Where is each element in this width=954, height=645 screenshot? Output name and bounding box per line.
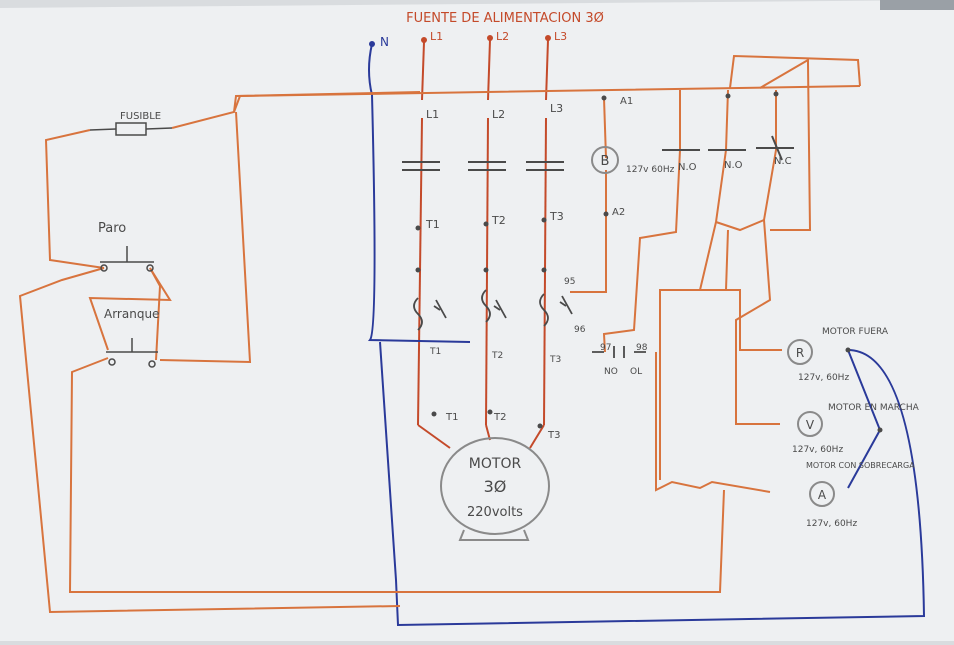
overload-95-label: 95 (564, 277, 575, 287)
lamp-r-rating: 127v, 60Hz (798, 373, 849, 383)
motor-line-3: 220volts (467, 505, 523, 520)
main-contacts (402, 161, 564, 171)
lamp-r-symbol: R (796, 346, 804, 360)
motor-t2-label: T2 (493, 412, 506, 423)
lamp-v-label: MOTOR EN MARCHA (828, 403, 920, 413)
aux-contacts (662, 135, 794, 161)
fuse-leads (89, 127, 173, 131)
title: FUENTE DE ALIMENTACION 3Ø (406, 11, 604, 26)
l1-supply-label: L1 (430, 30, 443, 43)
l3-terminal (545, 35, 551, 41)
overload-98-label: 98 (636, 343, 648, 353)
motor-line-1: MOTOR (469, 456, 522, 472)
l1-terminal (421, 37, 427, 43)
contactor-l3-label: L3 (550, 102, 563, 115)
contactor-t2-label: T2 (491, 214, 506, 227)
overload-no-label: NO (604, 367, 618, 377)
lamp-a-label: MOTOR CON SOBRECARGA (806, 461, 915, 470)
board-frame (880, 0, 954, 10)
coil-a2-label: A2 (612, 207, 625, 218)
l2-terminal (487, 35, 493, 41)
l3-supply-label: L3 (554, 30, 567, 43)
overload-ol-label: OL (630, 367, 642, 377)
start-button-label: Arranque (104, 307, 159, 321)
stop-button-label: Paro (98, 221, 126, 236)
aux-contact-3-label: N.C (774, 156, 792, 167)
contactor-l1-label: L1 (426, 108, 439, 121)
overload-96-label: 96 (574, 325, 586, 335)
coil-symbol: B (601, 154, 610, 169)
control-wiring (18, 54, 861, 614)
overload-t3-label: T3 (549, 355, 561, 365)
coil-rating: 127v 60Hz (626, 165, 675, 175)
junction-dots (415, 91, 883, 433)
contactor-l2-label: L2 (492, 108, 505, 121)
l2-supply-label: L2 (496, 30, 509, 43)
aux-contact-1-label: N.O (678, 162, 697, 173)
lamp-a-symbol: A (818, 488, 827, 502)
motor-line-2: 3Ø (484, 477, 507, 496)
overload-t1-label: T1 (429, 347, 441, 357)
motor-t3-label: T3 (547, 430, 560, 441)
contactor-t1-label: T1 (425, 218, 440, 231)
lamp-a-rating: 127v, 60Hz (806, 519, 857, 529)
motor-symbol (440, 437, 550, 535)
coil-a1-label: A1 (620, 96, 633, 107)
aux-contact-2-label: N.O (724, 160, 743, 171)
supply-terminals: N L1 L2 L3 (369, 30, 567, 49)
overload-97-label: 97 (600, 343, 611, 353)
overload-relay (413, 289, 646, 358)
lamp-v-rating: 127v, 60Hz (792, 445, 843, 455)
lamp-v: V MOTOR EN MARCHA 127v, 60Hz (792, 403, 920, 455)
contactor-coil (591, 146, 619, 174)
motor-base (458, 529, 530, 541)
lamp-r: R MOTOR FUERA 127v, 60Hz (787, 327, 889, 383)
lamp-v-symbol: V (806, 418, 815, 432)
neutral-terminal (369, 41, 375, 47)
start-button-symbol (106, 338, 158, 368)
fuse-label: FUSIBLE (120, 111, 161, 122)
contactor-t3-label: T3 (549, 210, 564, 223)
overload-t2-label: T2 (491, 351, 503, 361)
motor-t1-label: T1 (445, 412, 458, 423)
lamp-a: A MOTOR CON SOBRECARGA 127v, 60Hz (806, 461, 915, 529)
stop-button-symbol (100, 246, 154, 272)
lamp-r-label: MOTOR FUERA (822, 327, 889, 337)
neutral-label: N (380, 35, 389, 49)
